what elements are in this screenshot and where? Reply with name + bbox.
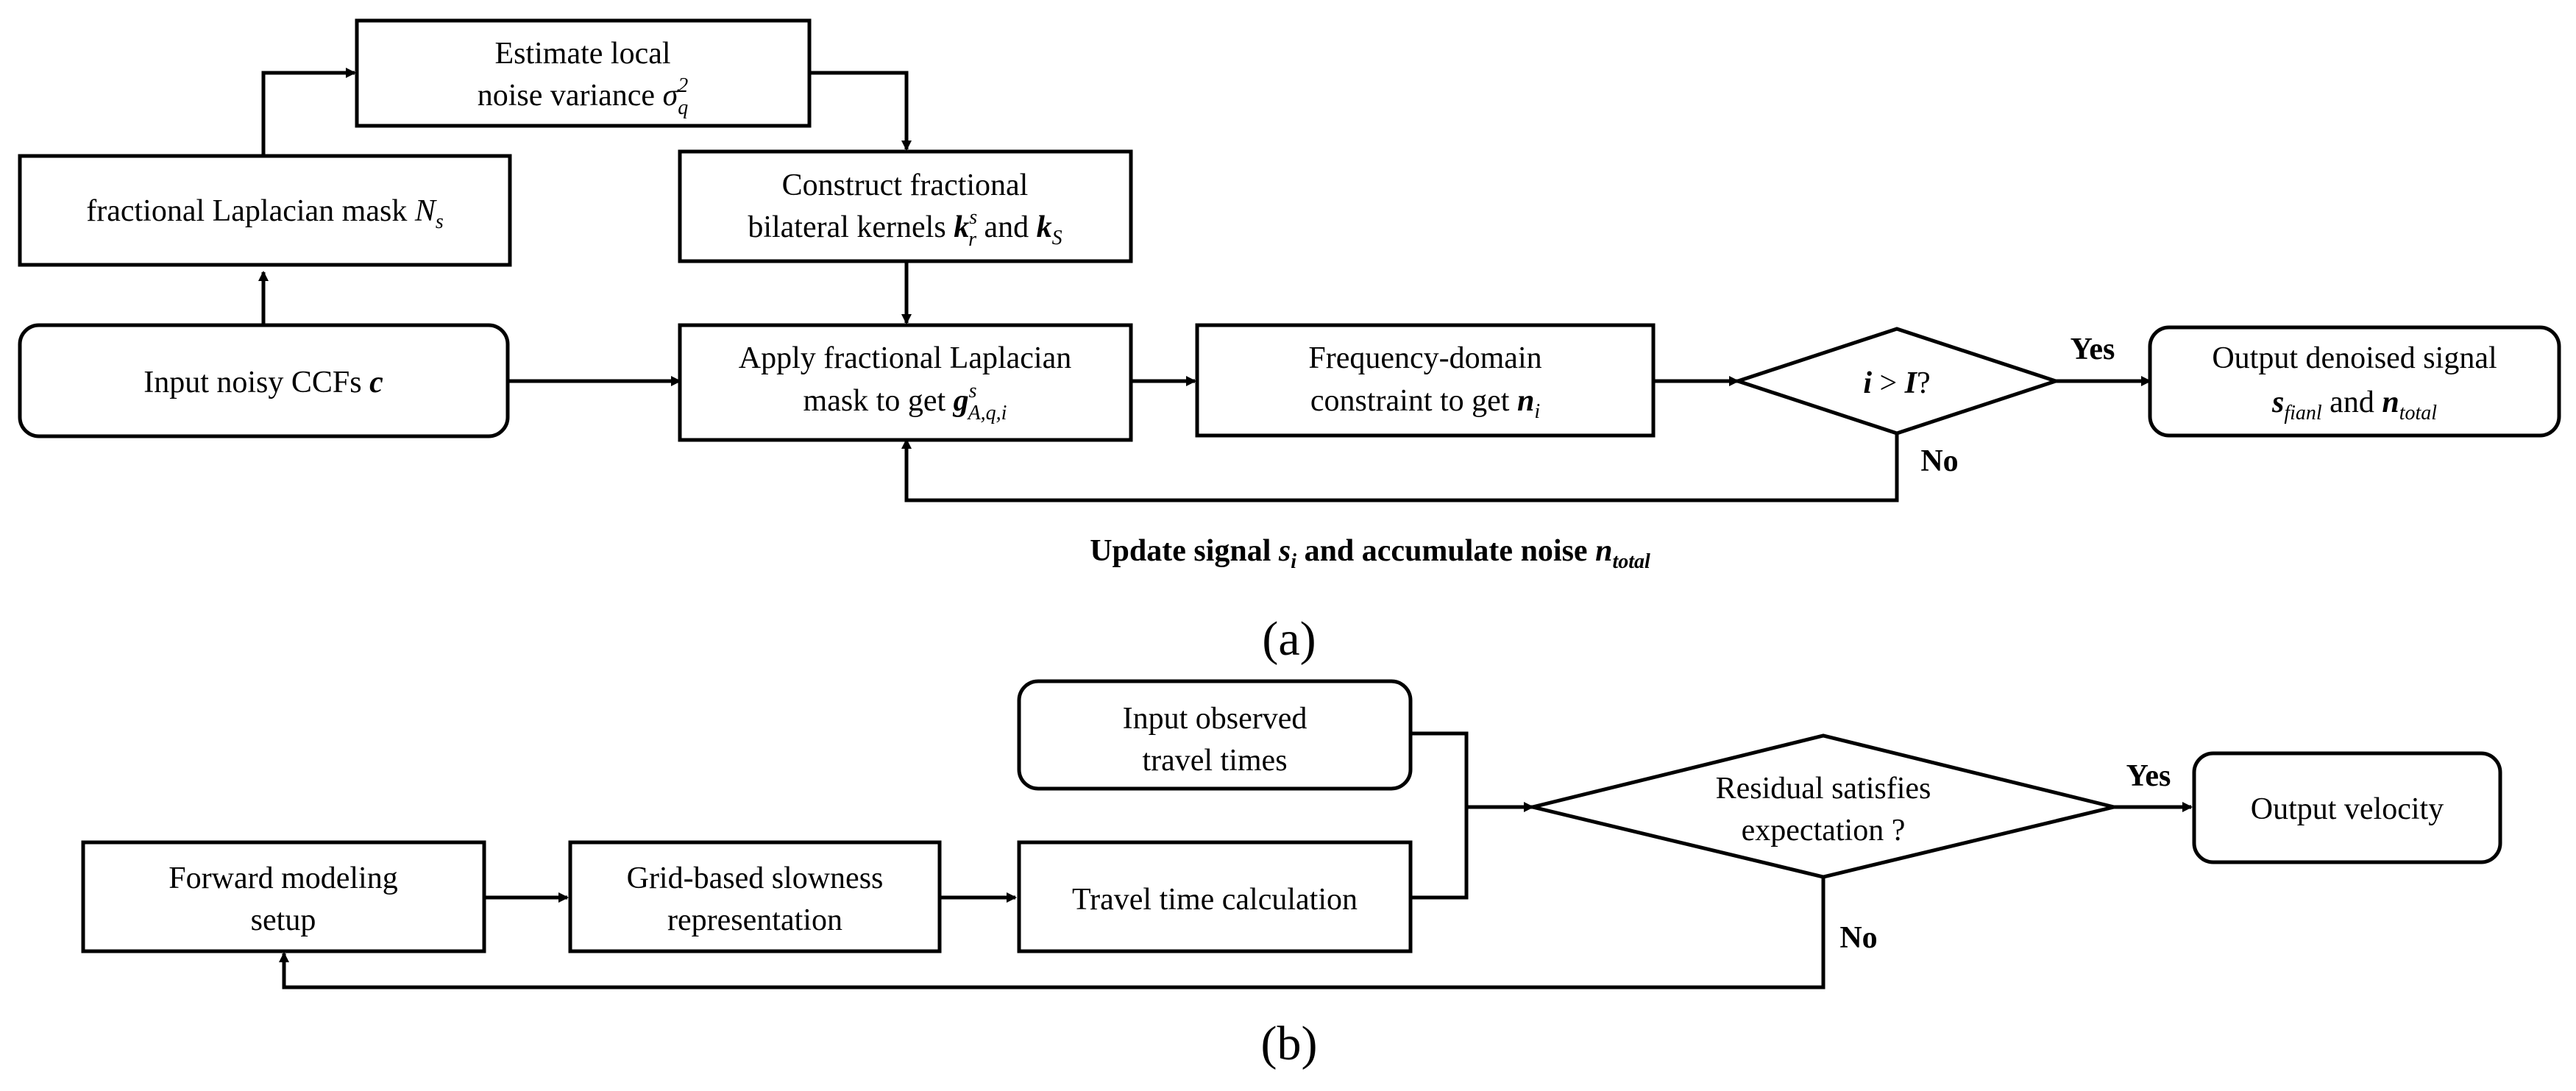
node-slowness-grid [568, 840, 942, 953]
estimate-variance-line1: Estimate local [494, 37, 670, 71]
panel-a [18, 18, 2561, 502]
node-input-ccfs [18, 323, 510, 438]
edge-residual-no-loop [279, 877, 1825, 989]
node-construct-kernels [678, 149, 1133, 263]
residual-check-line2: expectation ? [1742, 814, 1906, 847]
laplacian-mask-label: fractional Laplacian mask Ns [86, 194, 444, 233]
node-observed-times [1017, 679, 1413, 791]
input-ccfs-label: Input noisy CCFs c [143, 366, 383, 399]
forward-setup-line1: Forward modeling [168, 861, 397, 895]
residual-yes-label: Yes [2126, 759, 2171, 793]
edge-mask-to-estimate [261, 68, 356, 156]
decision-label: i > I? [1863, 366, 1930, 400]
panel-b-label: (b) [1261, 1017, 1318, 1070]
observed-times-line2: travel times [1142, 744, 1287, 778]
slowness-grid-line2: representation [667, 903, 842, 937]
frequency-constraint-line2: constraint to get ni [1310, 384, 1540, 423]
decision-no-label: No [1920, 444, 1958, 478]
panel-a-label: (a) [1262, 612, 1316, 666]
observed-times-line1: Input observed [1123, 702, 1307, 736]
output-velocity-label: Output velocity [2251, 792, 2444, 826]
output-signal-line2: sfianl and ntotal [2271, 385, 2437, 424]
node-decision [1731, 327, 2062, 436]
frequency-constraint-line1: Frequency-domain [1308, 341, 1541, 375]
edge-estimate-to-construct [809, 71, 912, 151]
edge-calc-to-merge [1411, 807, 1469, 900]
node-forward-setup [81, 840, 486, 953]
node-residual-check [1532, 733, 2115, 879]
panel-b [81, 679, 2502, 989]
node-travel-calc [1017, 840, 1413, 953]
output-signal-line1: Output denoised signal [2212, 341, 2497, 375]
apply-mask-line1: Apply fractional Laplacian [739, 341, 1071, 375]
update-signal-label: Update signal si and accumulate noise nt… [1090, 534, 1650, 573]
node-frequency-constraint [1195, 323, 1656, 438]
travel-calc-label: Travel time calculation [1072, 883, 1358, 917]
construct-kernels-line1: Construct fractional [782, 168, 1029, 202]
edge-observed-to-merge [1411, 731, 1534, 812]
node-output-velocity [2192, 751, 2502, 864]
residual-check-line1: Residual satisfies [1716, 772, 1931, 806]
decision-yes-label: Yes [2071, 333, 2115, 366]
node-laplacian-mask [18, 154, 512, 267]
node-estimate-variance [355, 18, 812, 128]
node-apply-mask [678, 323, 1133, 442]
edge-decision-no-loop [901, 433, 1899, 502]
residual-no-label: No [1839, 921, 1877, 955]
forward-setup-line2: setup [251, 903, 316, 937]
node-output-signal [2148, 325, 2561, 438]
panel-b-text: Input observed travel times Forward mode… [168, 702, 2444, 1070]
slowness-grid-line1: Grid-based slowness [627, 861, 884, 895]
